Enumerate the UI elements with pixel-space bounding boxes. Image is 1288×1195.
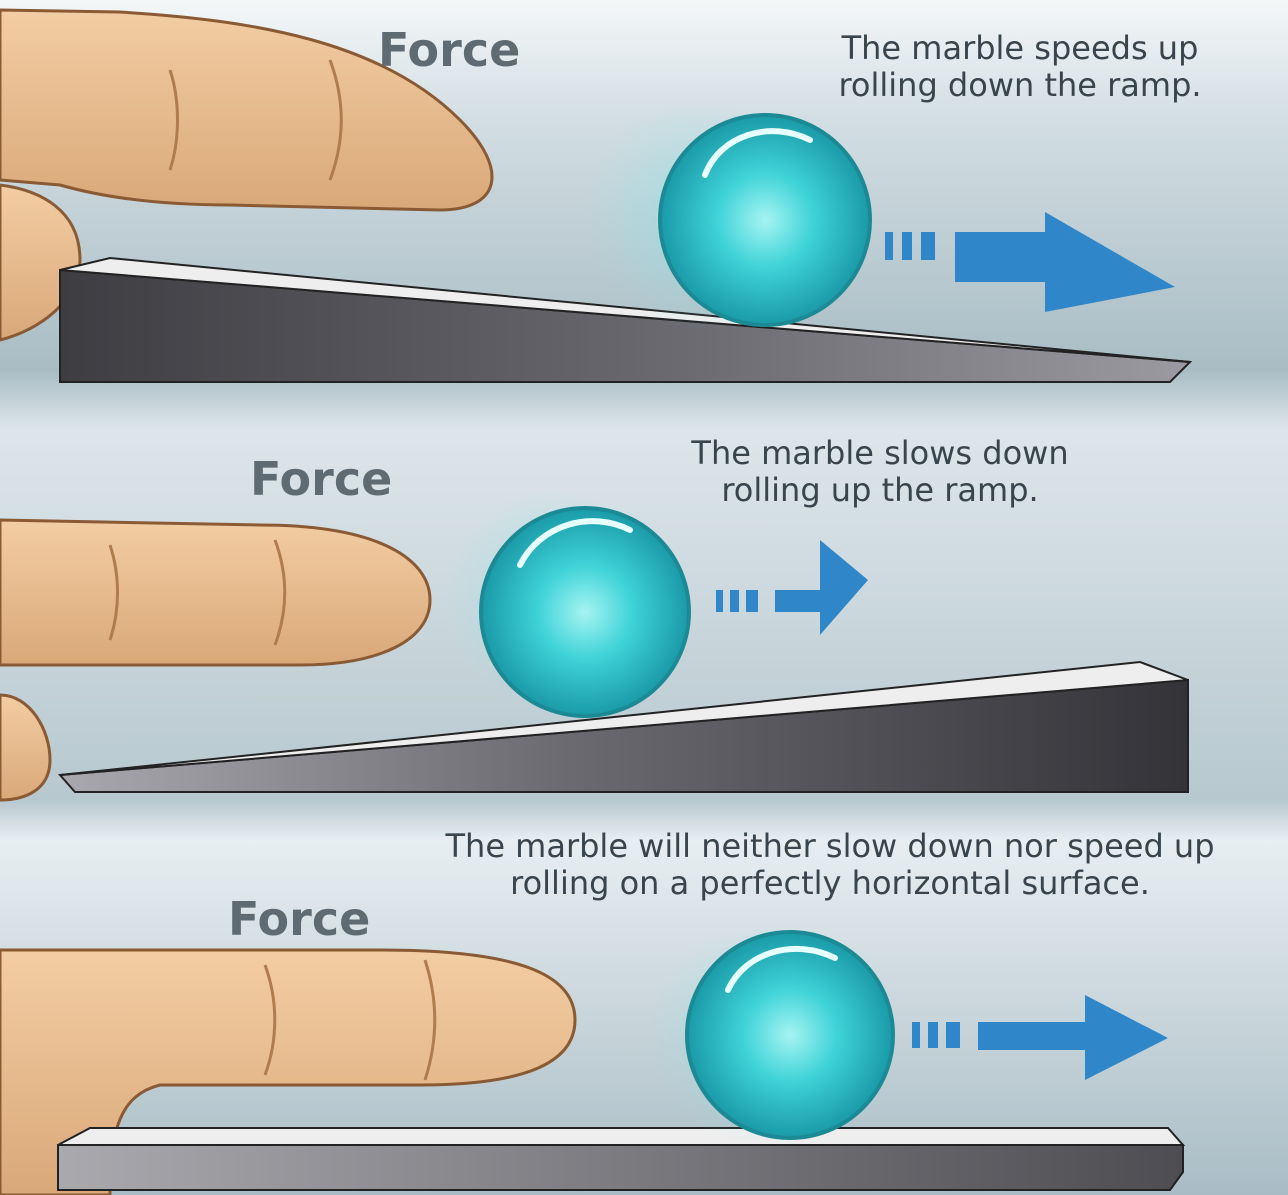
panel-1-caption-line-1: The marble speeds up (770, 30, 1270, 67)
panel-2-caption-line-2: rolling up the ramp. (630, 472, 1130, 509)
panel-2-marble (445, 490, 689, 716)
panel-3-marble (650, 925, 893, 1145)
panel-1-force-label: Force (378, 24, 520, 77)
panel-1-marble (585, 100, 870, 330)
panel-2-caption: The marble slows down rolling up the ram… (630, 435, 1130, 509)
panel-1-motion-arrow (885, 212, 1175, 312)
panel-1-caption-line-2: rolling down the ramp. (770, 67, 1270, 104)
panel-3-ramp (58, 1128, 1183, 1190)
panel-2-force-label: Force (250, 453, 392, 506)
panel-3-force-label: Force (228, 893, 370, 946)
panel-3-caption: The marble will neither slow down nor sp… (380, 828, 1280, 902)
panel-3-caption-line-1: The marble will neither slow down nor sp… (380, 828, 1280, 865)
panel-2-motion-arrow (716, 540, 868, 635)
panel-1-caption: The marble speeds up rolling down the ra… (770, 30, 1270, 104)
panel-2-caption-line-1: The marble slows down (630, 435, 1130, 472)
panel-3-caption-line-2: rolling on a perfectly horizontal surfac… (380, 865, 1280, 902)
panel-3-motion-arrow (912, 995, 1168, 1080)
